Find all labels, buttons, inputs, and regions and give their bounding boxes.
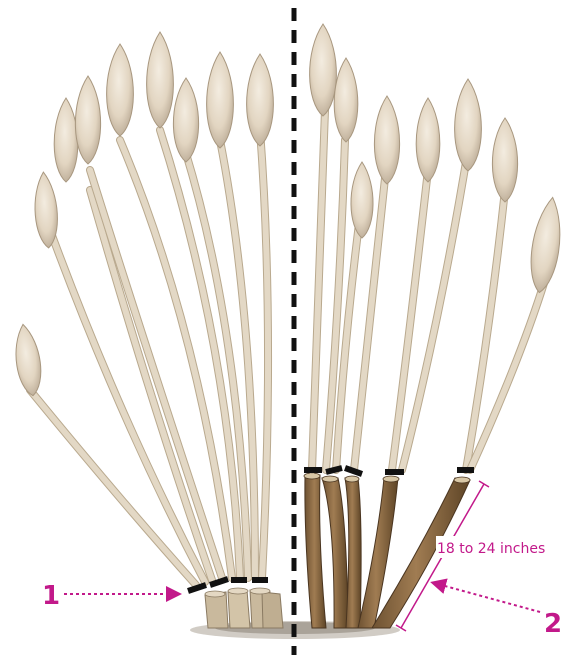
stem <box>312 110 325 470</box>
seed-head <box>526 196 565 295</box>
marker-2-label: 2 <box>544 609 562 639</box>
seed-head <box>351 162 373 238</box>
seed-head <box>247 54 274 146</box>
left-base-stubs <box>205 588 283 628</box>
annotation-1: 1 <box>42 581 178 611</box>
seed-head <box>75 76 100 164</box>
seed-head <box>374 96 399 184</box>
seed-head <box>147 32 174 128</box>
marker-1-label: 1 <box>42 581 60 611</box>
seed-head <box>207 52 234 148</box>
seed-head <box>54 98 78 182</box>
seed-head <box>173 78 198 162</box>
arrow-2 <box>434 583 540 612</box>
seed-head <box>107 44 134 136</box>
annotation-2: 2 <box>434 583 562 639</box>
seed-head <box>310 24 337 116</box>
seed-head <box>416 98 440 182</box>
seed-head <box>455 79 482 171</box>
measurement-label: 18 to 24 inches <box>437 541 545 557</box>
left-stems <box>30 130 268 585</box>
seed-head <box>11 323 44 398</box>
seed-head <box>492 118 517 202</box>
seed-head <box>334 58 358 142</box>
